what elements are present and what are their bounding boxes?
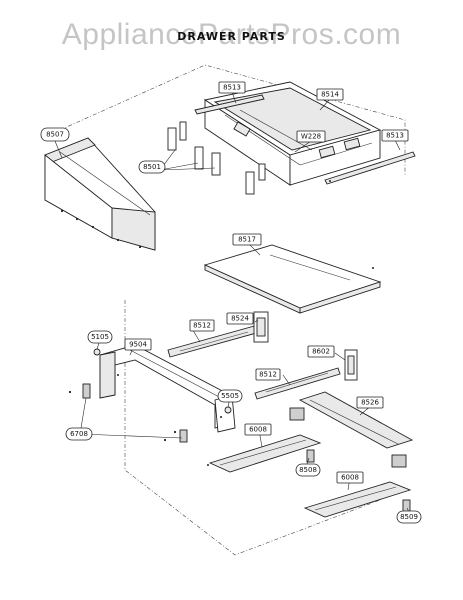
callout-label: 5105	[91, 333, 109, 341]
callout-label: 8517	[238, 236, 256, 244]
screw-5105	[93, 348, 101, 356]
callout-label: 8513	[386, 132, 404, 140]
slide-bracket-8524	[253, 311, 269, 343]
lower-assembly-guide	[124, 300, 381, 556]
callout-label: 6708	[70, 430, 88, 438]
screw-5505	[224, 406, 232, 414]
hinge-assembly	[68, 383, 188, 443]
drawer-rail-left	[194, 94, 265, 115]
callout-label: 8507	[46, 131, 64, 139]
callout-label: W228	[301, 133, 321, 141]
callout-label: 8508	[299, 466, 317, 474]
drawer-rail-right	[324, 151, 416, 185]
callout-label: 5505	[221, 392, 239, 400]
callout-label: 8501	[143, 163, 161, 171]
callout-8512-upper: 8512	[189, 319, 215, 332]
diagram-title: DRAWER PARTS	[177, 30, 286, 43]
callout-8507: 8507	[40, 127, 70, 142]
callout-5105: 5105	[87, 330, 113, 344]
callout-8526: 8526	[356, 396, 384, 409]
slide-rail-lower	[254, 367, 341, 400]
drawer-front-panel	[44, 137, 156, 251]
callout-label: 8512	[193, 322, 211, 330]
callout-label: 8513	[223, 84, 241, 92]
callout-label: 8509	[400, 513, 418, 521]
roller-rail-lower	[303, 454, 412, 518]
drawer-brackets	[167, 121, 266, 195]
callout-w228: W228	[296, 130, 326, 143]
callout-6008-upper: 6008	[244, 423, 272, 436]
callout-label: 8512	[259, 371, 277, 379]
callout-8501: 8501	[138, 160, 166, 174]
slide-bracket-8602	[344, 349, 358, 381]
callout-label: 6008	[249, 426, 267, 434]
roller-rail-upper	[207, 434, 322, 473]
callout-5505: 5505	[217, 389, 243, 403]
callout-8524: 8524	[226, 312, 254, 325]
callout-9504: 9504	[124, 338, 152, 351]
drawer-cover-plate	[203, 244, 382, 314]
callout-label: 9504	[129, 341, 147, 349]
callout-8602: 8602	[307, 345, 335, 358]
callout-8508: 8508	[295, 463, 321, 477]
callout-6708: 6708	[65, 427, 93, 441]
callout-label: 8602	[312, 348, 330, 356]
callout-8517: 8517	[232, 233, 262, 246]
callout-8513-left: 8513	[218, 81, 246, 94]
callout-label: 8524	[231, 315, 249, 323]
callout-8513-right: 8513	[381, 129, 409, 142]
callout-6008-lower: 6008	[336, 471, 364, 484]
screw-8508	[306, 449, 315, 463]
callout-label: 8514	[321, 91, 339, 99]
callout-8509: 8509	[396, 510, 422, 524]
callout-8512-lower: 8512	[255, 368, 281, 381]
drawer-frame	[99, 344, 236, 433]
callout-label: 8526	[361, 399, 379, 407]
callout-8514: 8514	[316, 88, 344, 101]
callout-label: 6008	[341, 474, 359, 482]
drawer-body	[203, 81, 382, 186]
screw-8509	[402, 499, 411, 513]
base-rail-8526	[289, 391, 414, 449]
